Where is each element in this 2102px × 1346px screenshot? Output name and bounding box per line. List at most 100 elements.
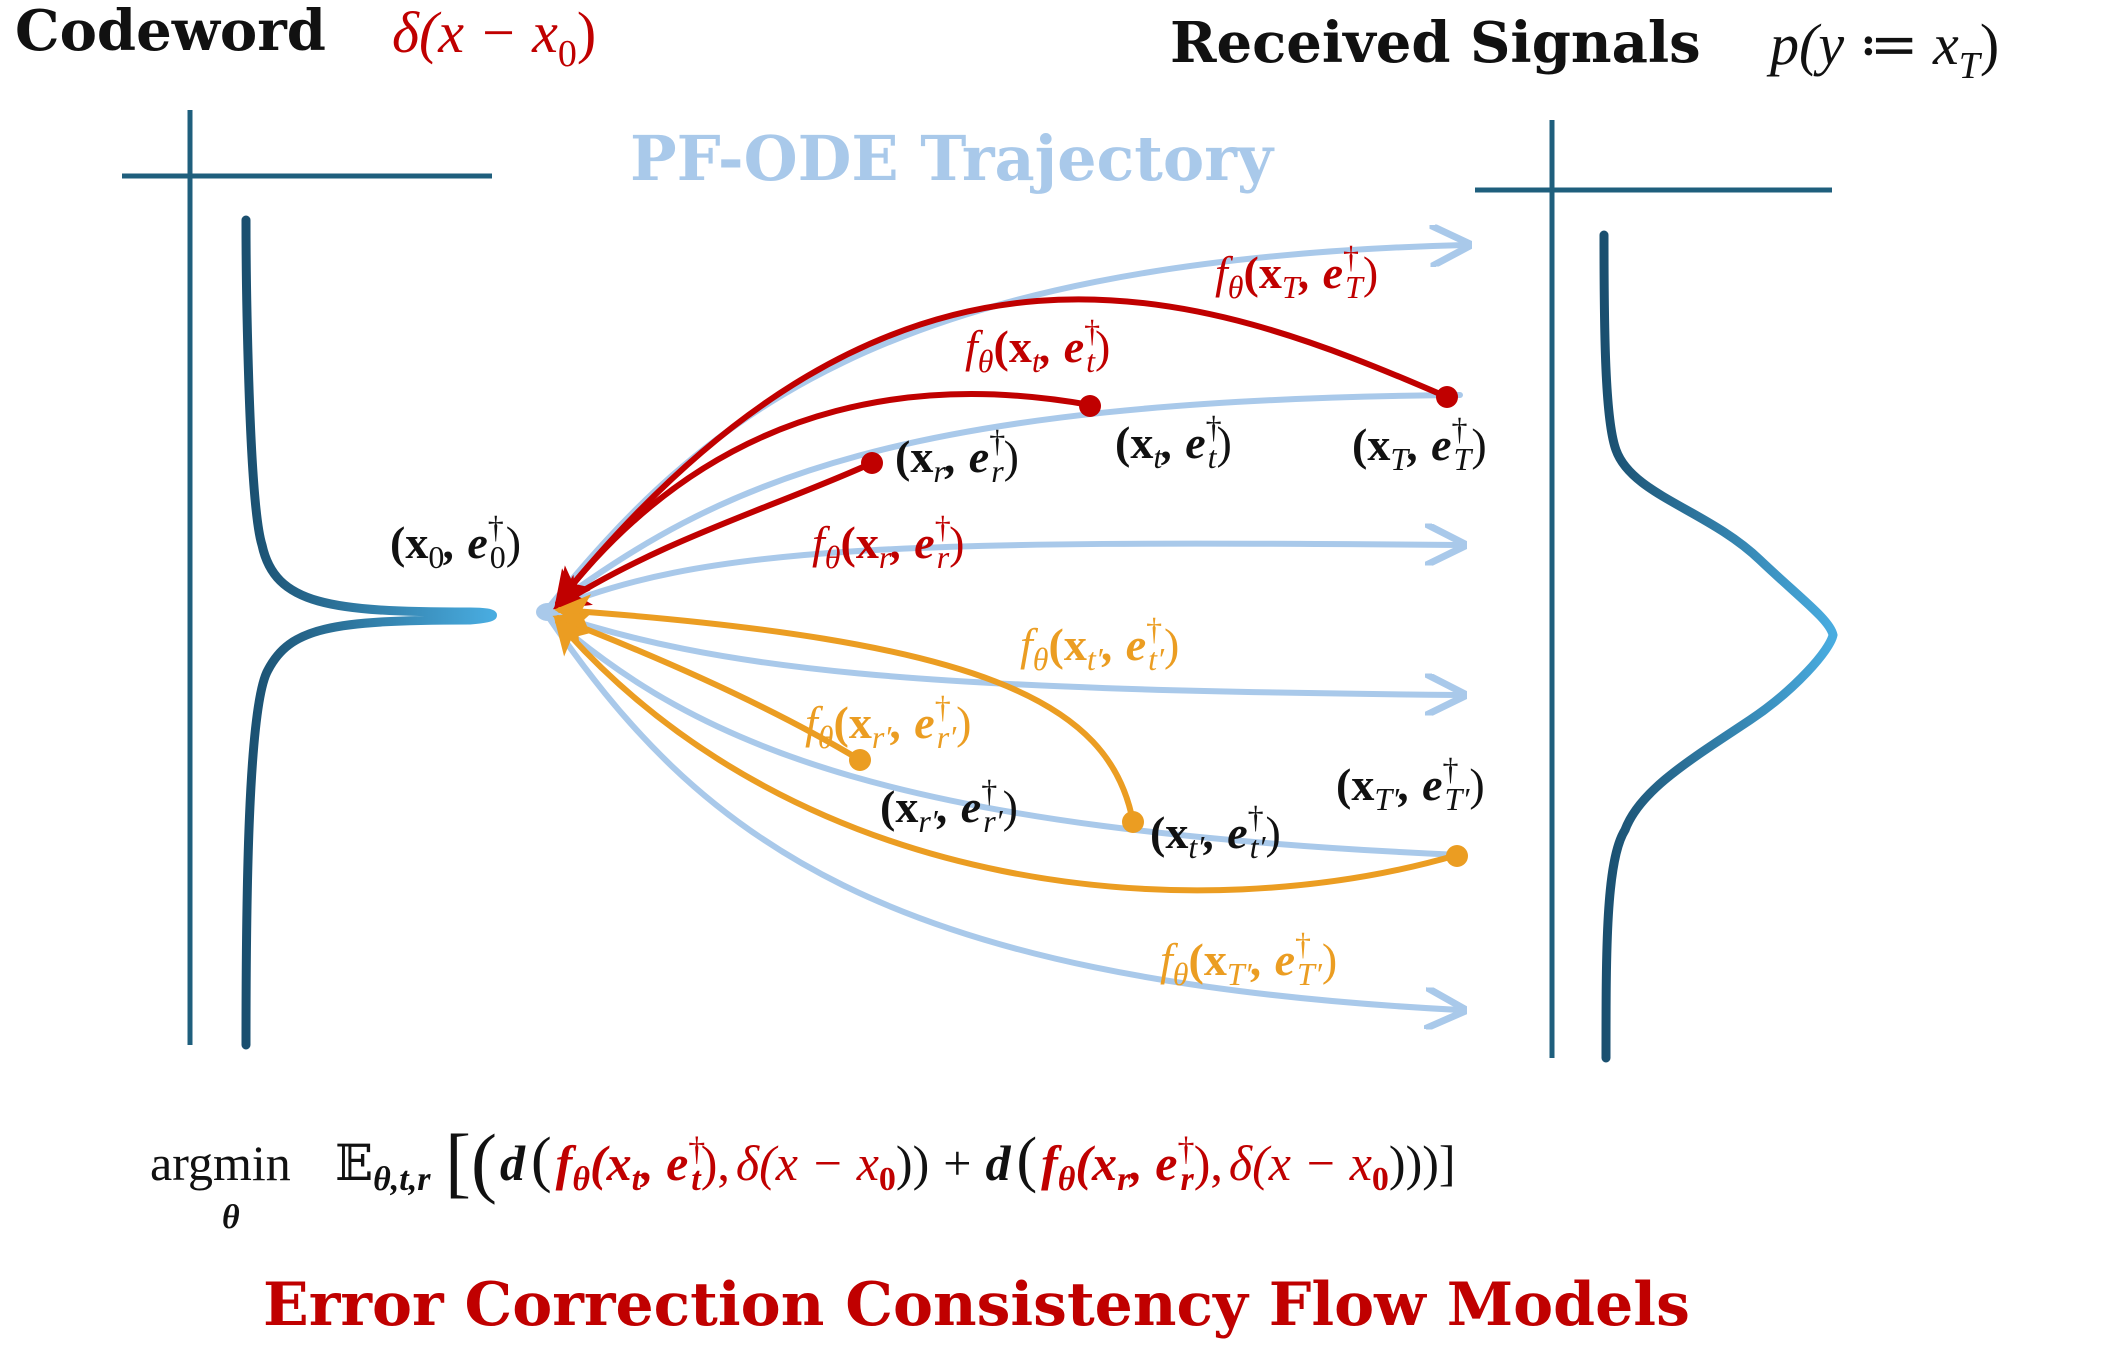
f2-sub: θ bbox=[1058, 1161, 1076, 1198]
argmin-text: argmin bbox=[150, 1135, 291, 1191]
red-point-r bbox=[861, 452, 883, 474]
red-map-r-close: ) bbox=[949, 517, 964, 568]
orange-label-r-close: ) bbox=[1003, 781, 1018, 832]
footer-title: Error Correction Consistency Flow Models bbox=[263, 1270, 1690, 1340]
orange-map-T-mid: , e bbox=[1251, 934, 1295, 985]
red-map-T-sup: † bbox=[1343, 239, 1359, 275]
orange-map-r-theta: θ bbox=[818, 719, 834, 755]
d2: d bbox=[985, 1135, 1011, 1191]
red-label-t-sub2: t bbox=[1208, 439, 1218, 475]
codeword-label: Codeword bbox=[15, 0, 326, 64]
f2: f bbox=[1041, 1135, 1062, 1191]
red-label-r-sub: r bbox=[933, 453, 946, 489]
orange-label-t-sub2: t′ bbox=[1250, 829, 1267, 865]
expect-symbol: 𝔼 bbox=[335, 1135, 373, 1191]
red-map-r-sub2: r bbox=[937, 539, 950, 575]
red-arrow-T bbox=[556, 296, 1450, 605]
delta1-sub: 0 bbox=[879, 1161, 896, 1198]
plus-sign: + bbox=[943, 1135, 971, 1191]
orange-label-T-mid: , e bbox=[1398, 759, 1442, 810]
f1-args-sub: t bbox=[632, 1161, 643, 1198]
orange-label-r-open: (x bbox=[880, 781, 918, 832]
orange-label-T-open: (x bbox=[1336, 759, 1374, 810]
red-label-T: (xT, e†T) bbox=[1352, 411, 1487, 477]
red-arrow-r bbox=[552, 460, 875, 610]
red-map-r-sup: † bbox=[935, 509, 951, 545]
red-map-t-open: (x bbox=[994, 321, 1032, 372]
orange-map-t-sub: t′ bbox=[1087, 641, 1104, 677]
orange-map-T-sub: T′ bbox=[1227, 956, 1253, 992]
red-label-T-close: ) bbox=[1471, 419, 1486, 470]
f2-args-sub: r bbox=[1117, 1161, 1131, 1198]
objective-formula: argmin θ 𝔼θ,t,r [( d(fθ(xt, e†t),δ(x − x… bbox=[150, 1118, 1456, 1236]
red-label-r-sub2: r bbox=[991, 453, 1004, 489]
orange-label-T-sub: T′ bbox=[1374, 781, 1400, 817]
trajectory-4 bbox=[542, 609, 1460, 695]
d1-open: ( bbox=[531, 1126, 552, 1194]
expectation: 𝔼θ,t,r bbox=[335, 1135, 431, 1198]
orange-label-r: (xr′, e†r′) bbox=[880, 773, 1018, 839]
orange-point-T bbox=[1446, 845, 1468, 867]
codeword-delta-sub: 0 bbox=[558, 33, 577, 75]
orange-map-t-open: (x bbox=[1049, 619, 1087, 670]
origin-label-mid: , e bbox=[443, 517, 487, 568]
orange-map-r-open: (x bbox=[834, 697, 872, 748]
red-map-T: fθ(xT, e†T) bbox=[1215, 239, 1378, 305]
orange-label-t: (xt′, e†t′) bbox=[1150, 799, 1281, 865]
red-map-t-theta: θ bbox=[978, 343, 994, 379]
origin-label-open: (x bbox=[390, 517, 428, 568]
red-point-t bbox=[1079, 395, 1101, 417]
codeword-delta-curve bbox=[241, 215, 497, 1050]
red-map-r-theta: θ bbox=[825, 539, 841, 575]
orange-point-r bbox=[849, 749, 871, 771]
codeword-delta: δ(x − x0) bbox=[392, 0, 596, 75]
orange-label-r-sup: † bbox=[981, 773, 997, 809]
orange-map-T-theta: θ bbox=[1173, 956, 1189, 992]
orange-label-T-close: ) bbox=[1469, 759, 1484, 810]
orange-label-t-sup: † bbox=[1248, 799, 1264, 835]
red-label-t-open: (x bbox=[1115, 417, 1153, 468]
f1-sub: θ bbox=[572, 1161, 590, 1198]
argmin-sub: θ bbox=[222, 1199, 240, 1236]
orange-label-T: (xT′, e†T′) bbox=[1336, 751, 1485, 817]
orange-arrow-T bbox=[554, 617, 1460, 894]
received-prob-close: ) bbox=[1980, 12, 1999, 77]
delta2: δ(x − x bbox=[1229, 1135, 1372, 1191]
origin-label: (x0, e†0) bbox=[390, 509, 521, 575]
red-map-T-close: ) bbox=[1363, 247, 1378, 298]
trajectory-3 bbox=[542, 544, 1460, 615]
red-label-r-open: (x bbox=[895, 431, 933, 482]
trajectory-title: PF-ODE Trajectory bbox=[630, 122, 1275, 195]
d1: d bbox=[500, 1135, 526, 1191]
codeword-delta-text: δ(x − x bbox=[392, 0, 558, 65]
red-map-t-sub: t bbox=[1032, 343, 1042, 379]
red-map-r-sub: r bbox=[879, 539, 892, 575]
orange-map-t-close: ) bbox=[1164, 619, 1179, 670]
f1-close: ), bbox=[701, 1135, 730, 1191]
orange-map-r-sup: † bbox=[935, 689, 951, 725]
orange-label-r-sub: r′ bbox=[918, 803, 938, 839]
red-label-t-mid: , e bbox=[1161, 417, 1205, 468]
received-prob-sub: T bbox=[1959, 45, 1983, 87]
orange-map-T-sup: † bbox=[1295, 926, 1311, 962]
red-map-T-open: (x bbox=[1244, 247, 1282, 298]
orange-map-T: fθ(xT′, e†T′) bbox=[1160, 926, 1337, 992]
orange-label-r-mid: , e bbox=[937, 781, 981, 832]
red-map-t-mid: , e bbox=[1040, 321, 1084, 372]
orange-map-T-sub2: T′ bbox=[1297, 956, 1323, 992]
red-map-r: fθ(xr, e†r) bbox=[812, 509, 964, 575]
origin-label-close: ) bbox=[506, 517, 521, 568]
origin-label-subsub: 0 bbox=[490, 539, 506, 575]
orange-map-t-sup: † bbox=[1146, 611, 1162, 647]
orange-map-t: fθ(xt′, e†t′) bbox=[1020, 611, 1179, 677]
expect-sub: θ,t,r bbox=[373, 1161, 431, 1198]
trajectory-6 bbox=[542, 609, 1460, 1010]
red-label-t-sub: t bbox=[1153, 439, 1163, 475]
red-label-t-close: ) bbox=[1217, 417, 1232, 468]
term-1: d(fθ(xt, e†t),δ(x − x0))+d(fθ(xr, e†r),δ… bbox=[500, 1126, 1456, 1198]
red-map-T-mid: , e bbox=[1299, 247, 1343, 298]
f2-args: (x bbox=[1075, 1135, 1117, 1191]
red-map-t-sup: † bbox=[1084, 313, 1100, 349]
red-map-t-sub2: t bbox=[1086, 343, 1096, 379]
